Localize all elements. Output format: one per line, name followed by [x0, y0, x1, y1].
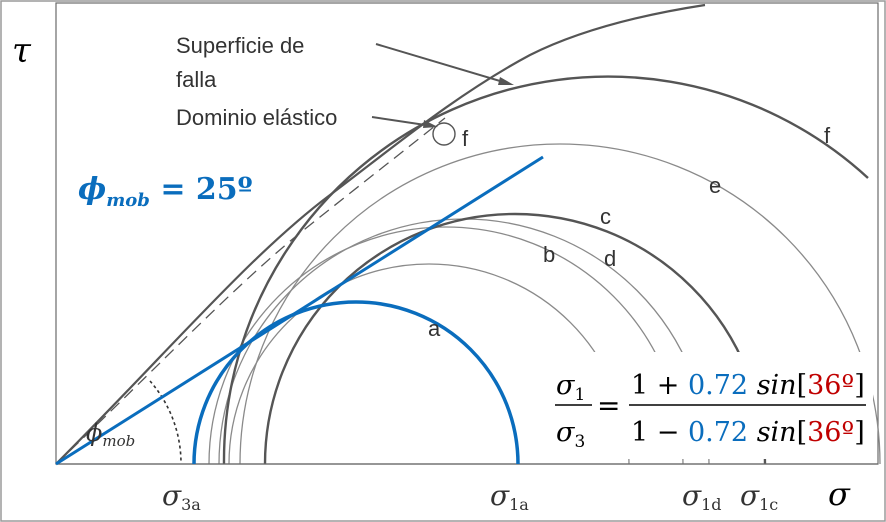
- circle-f: [222, 75, 869, 465]
- tick-sigma-3a: σ3a: [162, 479, 201, 514]
- formula-lhs-numerator: σ1: [556, 370, 585, 405]
- circle-label-a: a: [428, 316, 441, 341]
- angle-label: ϕmob: [86, 419, 135, 450]
- surface-label-line2: falla: [176, 67, 217, 92]
- formula-denominator: 1 − 0.72 sin[36º]: [631, 417, 865, 448]
- circle-e: [239, 143, 881, 465]
- surface-arrow-line: [375, 43, 511, 85]
- circle-label-f: f: [824, 123, 831, 148]
- circle-c: [263, 212, 767, 465]
- formula-lhs-denominator: σ3: [556, 417, 585, 452]
- tick-sigma-1a: σ1a: [490, 479, 529, 514]
- point-f-marker: [432, 122, 456, 146]
- sigma-axis-label: σ: [828, 475, 851, 513]
- circle-label-b: b: [543, 242, 555, 267]
- point-f-label: f: [462, 126, 469, 151]
- elastic-arrow-line: [371, 116, 433, 127]
- circle-label-c: c: [600, 204, 611, 229]
- formula-equals: =: [597, 389, 620, 422]
- elastic-domain-line: [55, 117, 446, 465]
- tau-axis-label: τ: [12, 31, 32, 71]
- elastic-domain-label: Dominio elástico: [176, 105, 337, 130]
- surface-arrowhead: [498, 77, 514, 85]
- formula-numerator: 1 + 0.72 sin[36º]: [631, 370, 865, 401]
- tick-sigma-1c: σ1c: [740, 479, 778, 514]
- mobilized-friction-label: ϕmob = 25º: [78, 172, 253, 211]
- failure-surface: [55, 3, 706, 465]
- elastic-arrowhead: [423, 120, 438, 128]
- circle-label-e: e: [709, 173, 721, 198]
- surface-label-line1: Superficie de: [176, 33, 304, 58]
- circle-a: [192, 300, 520, 465]
- circle-label-d: d: [604, 246, 616, 271]
- tick-sigma-1d: σ1d: [682, 479, 722, 514]
